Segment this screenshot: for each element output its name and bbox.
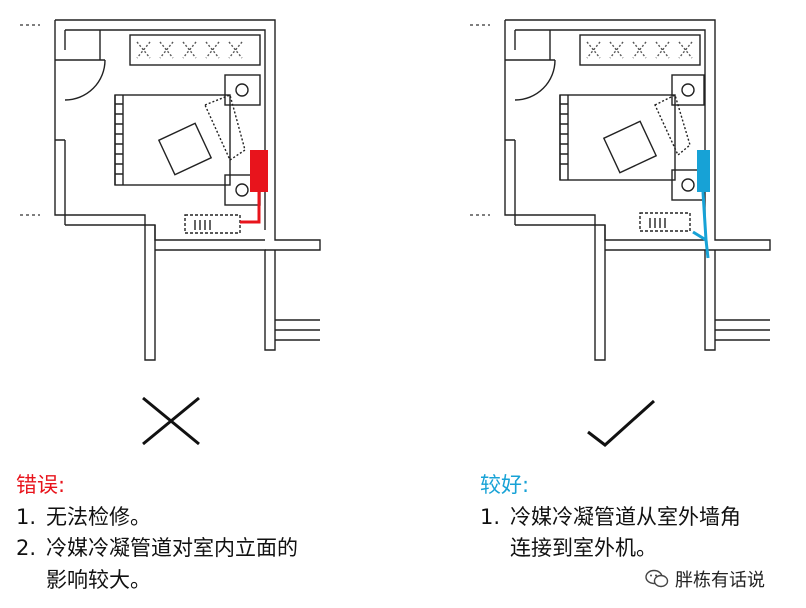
floor-plan-correct <box>470 19 771 361</box>
correct-heading: 较好: <box>480 473 530 497</box>
list-item: 2.冷媒冷凝管道对室内立面的 <box>16 536 298 560</box>
wechat-logo-icon <box>645 569 669 588</box>
list-item: 影响较大。 <box>46 567 151 592</box>
correct-list: 1.冷媒冷凝管道从室外墙角 连接到室外机。 <box>480 502 741 565</box>
list-item: 1.无法检修。 <box>16 504 151 529</box>
watermark: 胖栋有话说 <box>645 566 765 592</box>
list-item: 连接到室外机。 <box>510 536 657 560</box>
watermark-text: 胖栋有话说 <box>675 570 765 591</box>
correct-caption: 较好: 1.冷媒冷凝管道从室外墙角 连接到室外机。 <box>480 470 741 565</box>
floor-plan-incorrect <box>20 19 321 361</box>
refrigerant-pipe <box>692 150 710 259</box>
incorrect-list: 1.无法检修。 2.冷媒冷凝管道对室内立面的 影响较大。 <box>16 502 298 597</box>
cross-icon <box>142 396 200 446</box>
check-icon <box>587 399 656 447</box>
incorrect-caption: 错误: 1.无法检修。 2.冷媒冷凝管道对室内立面的 影响较大。 <box>16 470 298 596</box>
refrigerant-pipe <box>240 150 268 224</box>
list-item: 1.冷媒冷凝管道从室外墙角 <box>480 504 741 529</box>
incorrect-heading: 错误: <box>16 473 66 497</box>
